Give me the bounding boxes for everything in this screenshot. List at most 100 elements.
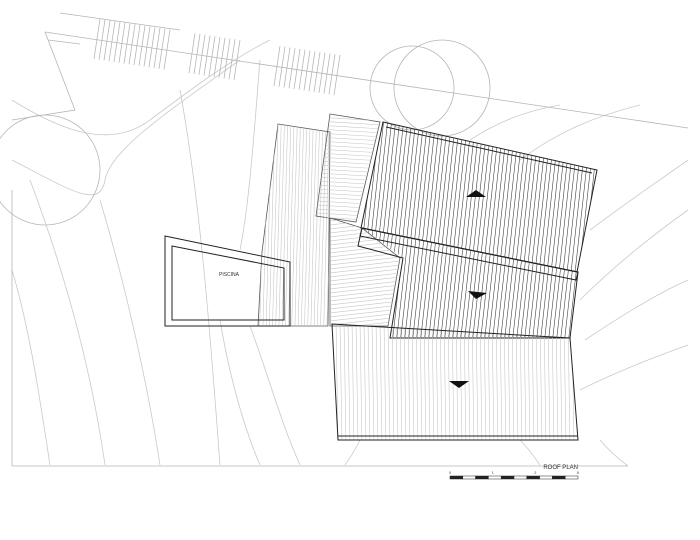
hatch-line bbox=[407, 324, 411, 440]
hatch-line bbox=[616, 100, 638, 300]
step-line bbox=[218, 37, 226, 78]
hatch-line bbox=[330, 311, 400, 323]
step-line bbox=[108, 21, 116, 62]
hatch-line bbox=[351, 324, 355, 440]
scale-bar-label: 1 bbox=[492, 471, 494, 475]
hatch-line bbox=[391, 324, 395, 440]
hatch-line bbox=[330, 283, 400, 295]
scale-bar-segment bbox=[500, 475, 515, 480]
hatch-line bbox=[320, 124, 327, 326]
drawing-title: ROOF PLAN bbox=[543, 465, 578, 471]
hatch-line bbox=[330, 259, 400, 271]
hatch-line bbox=[316, 211, 380, 219]
hatch-line bbox=[467, 324, 471, 440]
hatch-line bbox=[323, 124, 330, 326]
step-line bbox=[148, 27, 156, 68]
step-line bbox=[333, 54, 341, 96]
hatch-line bbox=[608, 100, 630, 300]
hatch-line bbox=[330, 263, 400, 275]
hatch-line bbox=[294, 124, 302, 326]
step-line bbox=[123, 23, 131, 64]
scale-bar-segment bbox=[462, 475, 476, 480]
hatch-line bbox=[415, 324, 419, 440]
hatch-line bbox=[588, 320, 590, 445]
step-line bbox=[103, 20, 111, 61]
hatch-line bbox=[330, 271, 400, 283]
hatch-line bbox=[591, 122, 597, 272]
hatch-line bbox=[411, 324, 415, 440]
hatch-line bbox=[367, 324, 371, 440]
step-line bbox=[188, 33, 196, 74]
step-line bbox=[328, 54, 336, 95]
hatch-line bbox=[330, 275, 400, 287]
hatch-line bbox=[499, 324, 503, 440]
hatch-line bbox=[316, 131, 380, 139]
hatch-line bbox=[272, 124, 279, 326]
hatch-line bbox=[439, 324, 443, 440]
site-boundary bbox=[11, 12, 689, 467]
hatch-line bbox=[316, 135, 380, 143]
hatch-line bbox=[316, 114, 380, 115]
step-line bbox=[283, 47, 291, 88]
hatch-line bbox=[387, 324, 391, 440]
hatch-line bbox=[278, 124, 286, 326]
tree-top-a bbox=[369, 45, 455, 131]
tree-left bbox=[0, 114, 101, 226]
hatch-line bbox=[240, 110, 246, 330]
hatch-line bbox=[316, 124, 324, 326]
hatch-line bbox=[395, 228, 411, 338]
hatch-line bbox=[375, 324, 379, 440]
hatch-line bbox=[527, 324, 531, 440]
hatch-line bbox=[600, 100, 622, 300]
step-line bbox=[213, 36, 221, 78]
hatch-line bbox=[547, 324, 551, 440]
step-line bbox=[228, 39, 236, 80]
hatch-line bbox=[330, 319, 400, 326]
hatch-line bbox=[304, 124, 311, 326]
scale-bar-segment bbox=[539, 475, 553, 480]
step-line bbox=[128, 24, 136, 65]
hatch-line bbox=[495, 324, 499, 440]
hatch-line bbox=[258, 124, 260, 326]
hatch-line bbox=[359, 324, 363, 440]
deck-west bbox=[240, 110, 331, 330]
step-line bbox=[198, 34, 206, 75]
hatch-line bbox=[487, 324, 491, 440]
hatch-line bbox=[316, 187, 380, 195]
step-line bbox=[163, 29, 171, 70]
hatch-line bbox=[379, 324, 383, 440]
hatch-line bbox=[600, 220, 614, 345]
scale-bar-segment bbox=[475, 475, 489, 480]
hatch-line bbox=[316, 151, 380, 159]
hatch-line bbox=[291, 124, 298, 326]
hatch-line bbox=[339, 324, 343, 440]
hatch-line bbox=[555, 324, 559, 440]
hatch-line bbox=[419, 324, 423, 440]
hatch-line bbox=[447, 324, 451, 440]
hatch-line bbox=[539, 324, 543, 440]
hatch-line bbox=[595, 122, 597, 272]
hatch-line bbox=[343, 324, 347, 440]
trees bbox=[0, 39, 491, 226]
hatch-line bbox=[316, 119, 380, 127]
step-line bbox=[113, 21, 121, 63]
hatch-line bbox=[330, 251, 400, 263]
hatch-line bbox=[300, 224, 400, 230]
hatch-line bbox=[265, 124, 273, 326]
scale-bar-label: 2 bbox=[534, 471, 536, 475]
hatch-line bbox=[316, 199, 380, 207]
pool-label: PISCINA bbox=[219, 272, 240, 278]
hatch-line bbox=[491, 324, 495, 440]
hatch-line bbox=[320, 320, 322, 445]
hatch-line bbox=[535, 324, 539, 440]
hatch-line bbox=[300, 100, 400, 106]
hatch-line bbox=[284, 124, 292, 326]
hatch-line bbox=[288, 124, 295, 326]
hatch-line bbox=[503, 324, 507, 440]
hatch-line bbox=[604, 100, 626, 300]
hatch-line bbox=[443, 324, 447, 440]
hatch-line bbox=[435, 324, 439, 440]
hatch-line bbox=[407, 228, 423, 338]
